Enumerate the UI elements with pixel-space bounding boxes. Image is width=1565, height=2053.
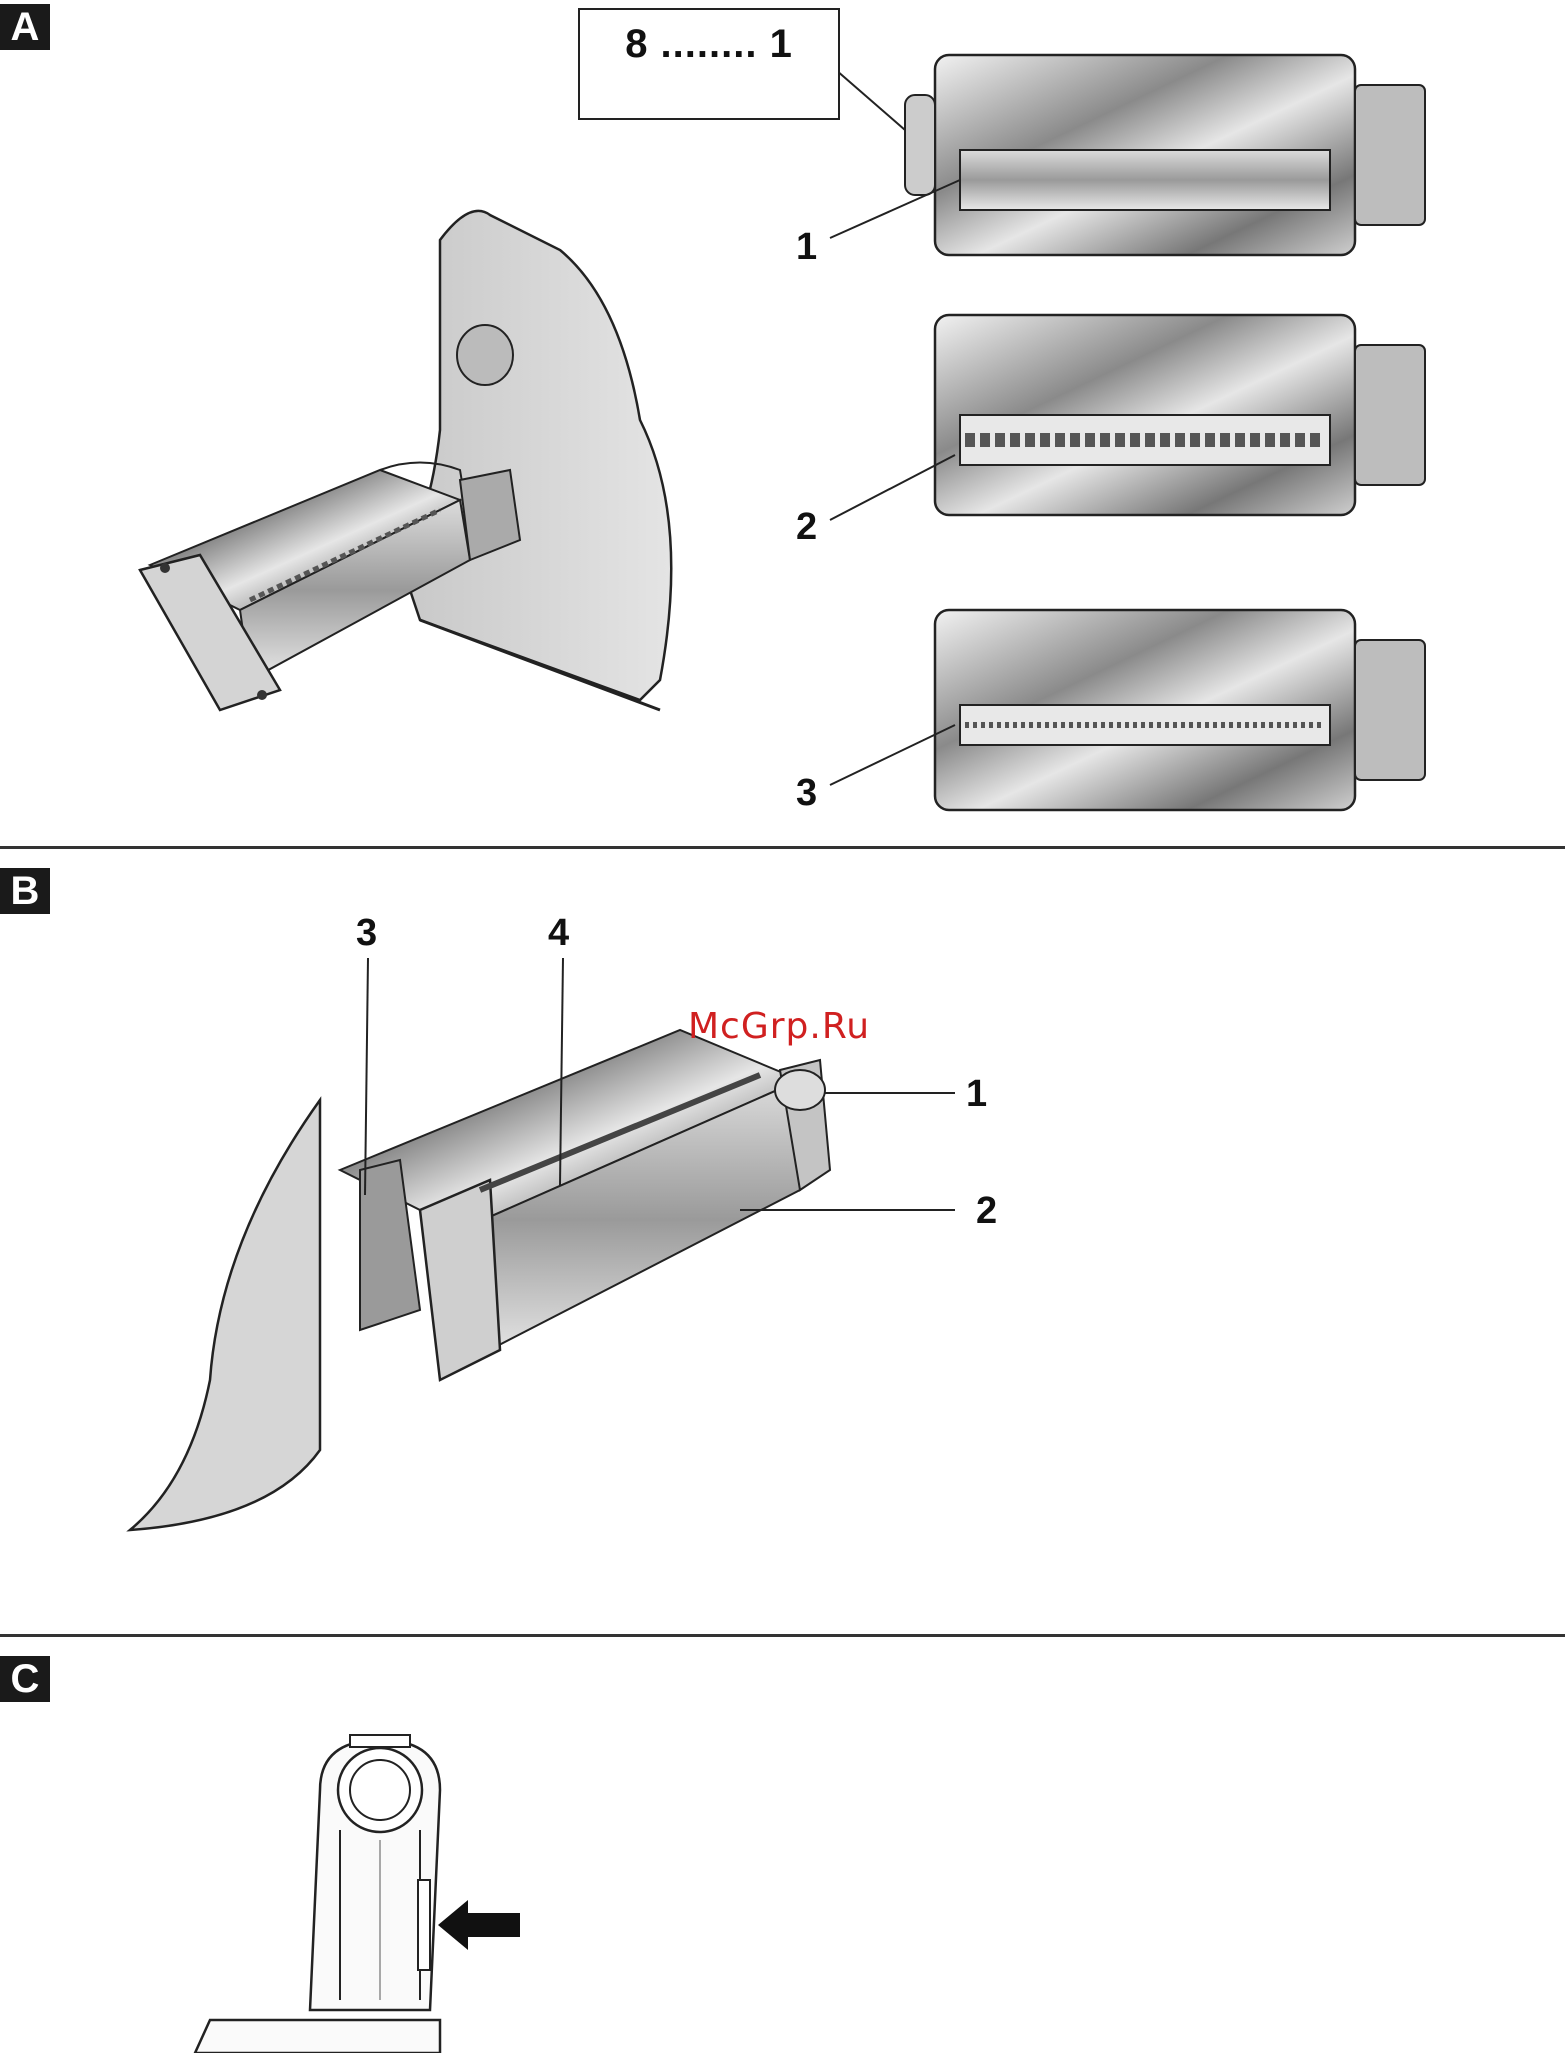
- callout-a-3: 3: [796, 772, 817, 815]
- callout-a-1: 1: [796, 226, 817, 269]
- section-divider: [0, 1634, 1565, 1637]
- panel-label-a: A: [0, 4, 50, 50]
- watermark-text: McGrp.Ru: [688, 1006, 870, 1047]
- machine-with-cutter-illustration: [140, 211, 671, 710]
- panel-label-b: B: [0, 868, 50, 914]
- callout-b-1: 1: [966, 1073, 987, 1116]
- attached-cutter-illustration: [130, 1030, 830, 1530]
- section-divider: [0, 846, 1565, 849]
- cutter-1-illustration: [905, 55, 1425, 255]
- callout-b-3: 3: [356, 912, 377, 955]
- callout-b-2: 2: [976, 1190, 997, 1233]
- thickness-scale-box: 8 ........ 1: [578, 8, 840, 120]
- callout-b-4: 4: [548, 912, 569, 955]
- thickness-scale-text: 8 ........ 1: [580, 22, 838, 67]
- panel-label-c: C: [0, 1656, 50, 1702]
- callout-a-2: 2: [796, 506, 817, 549]
- cutter-3-illustration: [935, 610, 1425, 810]
- machine-front-view-illustration: [195, 1735, 520, 2053]
- cutter-2-illustration: [935, 315, 1425, 515]
